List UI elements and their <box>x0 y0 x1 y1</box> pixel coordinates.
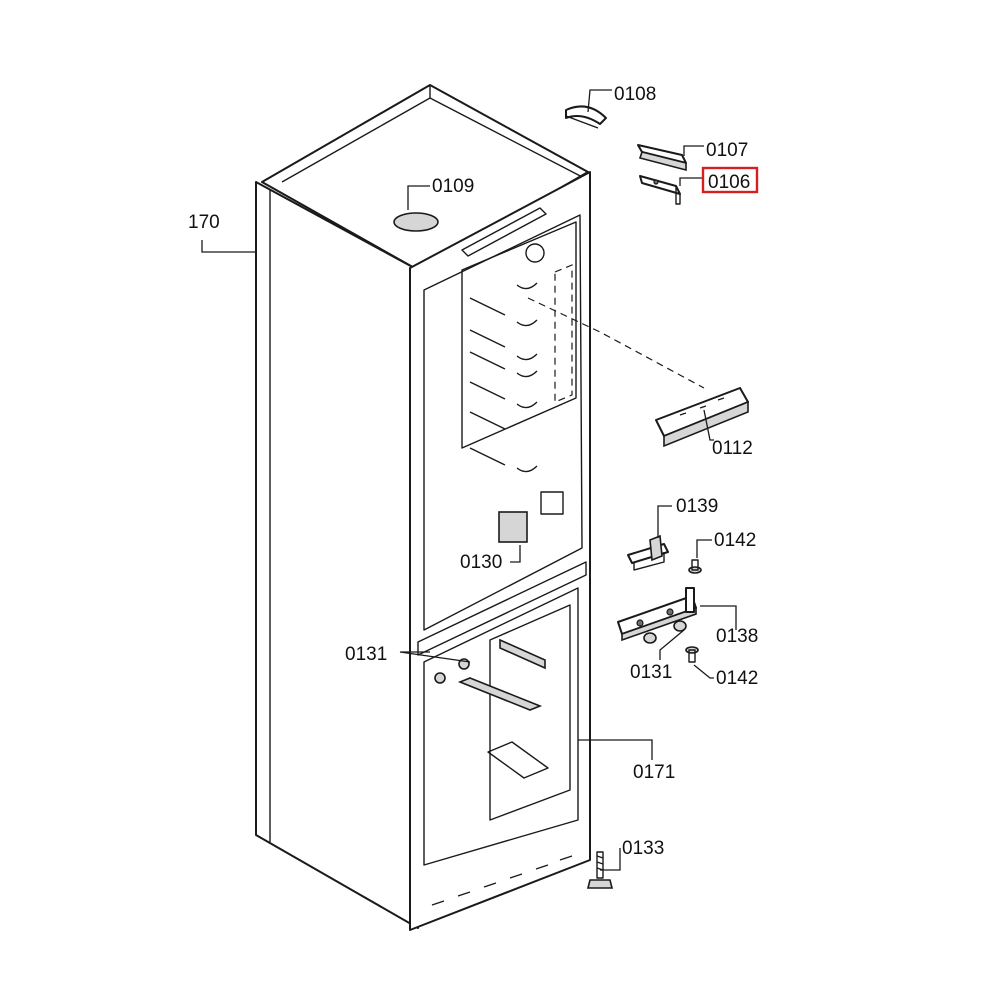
callout-0106-highlight-box <box>701 166 759 194</box>
callout-0108[interactable]: 0108 <box>614 84 656 105</box>
compartment-divider <box>417 561 587 656</box>
callout-0139[interactable]: 0139 <box>676 496 718 517</box>
cabinet <box>255 84 591 931</box>
light-housing-outline <box>554 264 573 403</box>
top-vent-slot <box>461 207 547 257</box>
part-0106-hinge-bracket[interactable] <box>639 175 681 205</box>
fridge-compartment-liner <box>423 214 583 631</box>
part-0142-screw-upper[interactable] <box>688 559 702 574</box>
callout-0106[interactable]: 0106 <box>708 172 750 193</box>
part-0109-plug[interactable] <box>393 212 439 232</box>
callout-0131-left[interactable]: 0131 <box>345 644 387 665</box>
part-0107-hinge-cover[interactable] <box>637 144 687 172</box>
shelf-rails <box>469 243 545 473</box>
part-0139-upper-hinge[interactable] <box>627 534 669 571</box>
fridge-compartment-back <box>461 221 577 449</box>
freezer-compartment-back <box>489 604 571 821</box>
callout-0138[interactable]: 0138 <box>716 626 758 647</box>
callout-0133[interactable]: 0133 <box>622 838 664 859</box>
bottom-vents <box>431 855 573 906</box>
freezer-rails <box>434 638 549 779</box>
callout-0130[interactable]: 0130 <box>460 552 502 573</box>
control-panel <box>498 511 528 543</box>
part-0131-bushing-2[interactable] <box>673 620 687 632</box>
callout-0142-lower[interactable]: 0142 <box>716 668 758 689</box>
callout-0112[interactable]: 0112 <box>712 438 753 459</box>
cabinet-side-panel <box>255 181 419 929</box>
assembly-line-0112 <box>527 297 705 389</box>
callout-0131-right[interactable]: 0131 <box>630 662 672 683</box>
part-0131-bushing-1[interactable] <box>643 632 657 644</box>
callout-170[interactable]: 170 <box>188 212 220 233</box>
part-0108-cover[interactable] <box>565 105 607 129</box>
leader-lines <box>201 89 737 871</box>
freezer-compartment-liner <box>423 587 579 866</box>
part-0142-screw-lower[interactable] <box>685 646 699 663</box>
cabinet-front-frame <box>409 171 591 931</box>
part-0138-middle-hinge[interactable] <box>617 587 697 642</box>
part-0112-lamp-housing[interactable] <box>655 387 749 448</box>
callout-0107[interactable]: 0107 <box>706 140 748 161</box>
callout-0171[interactable]: 0171 <box>633 762 675 783</box>
cabinet-top-edge <box>281 97 431 183</box>
callout-0142-upper[interactable]: 0142 <box>714 530 756 551</box>
control-window <box>540 491 564 515</box>
callout-0109[interactable]: 0109 <box>432 176 474 197</box>
